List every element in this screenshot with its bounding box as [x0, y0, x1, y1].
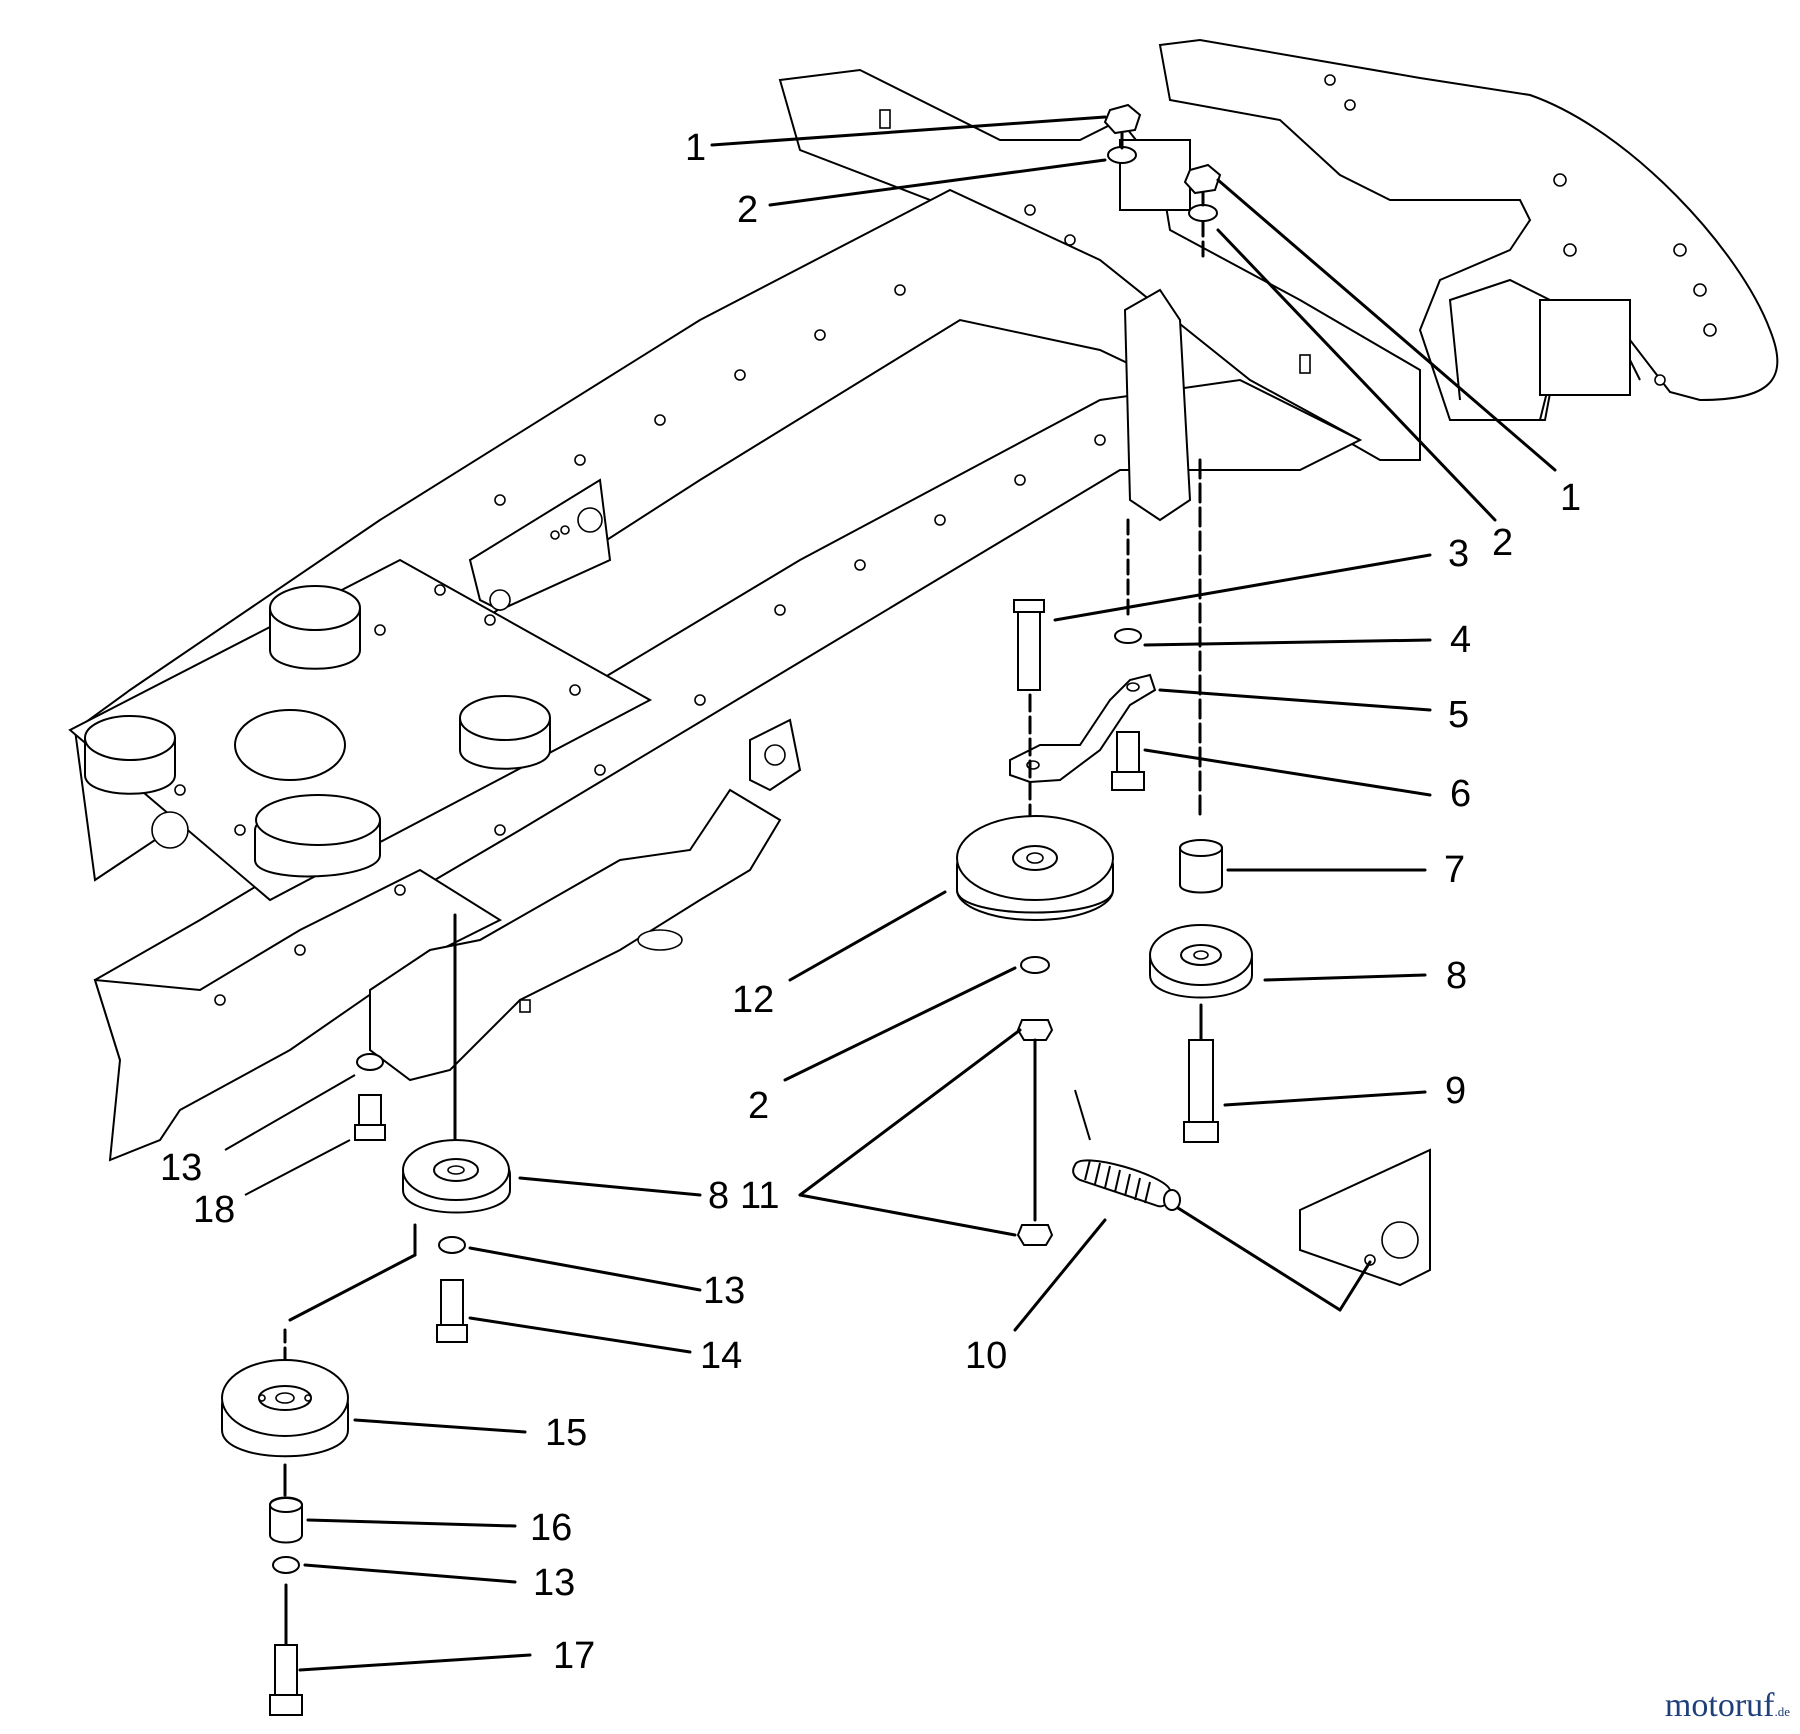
callout-7: 7 — [1444, 849, 1465, 891]
nut-11b — [1016, 1224, 1054, 1246]
watermark-brand: motoruf — [1664, 1687, 1775, 1724]
callout-17: 17 — [553, 1635, 595, 1677]
callout-1-top: 1 — [685, 127, 706, 169]
spring-10 — [1072, 1089, 1181, 1211]
spring-anchor-bracket — [1299, 1148, 1431, 1287]
callout-3: 3 — [1448, 533, 1469, 575]
callout-18: 18 — [193, 1189, 235, 1231]
callout-12: 12 — [732, 979, 774, 1021]
frame-lower-skirt — [93, 868, 503, 1162]
callout-16: 16 — [530, 1507, 572, 1549]
callout-2-top: 2 — [737, 189, 758, 231]
watermark-tld: .de — [1774, 1704, 1790, 1719]
washer-4 — [1114, 628, 1142, 644]
left-upright-bracket — [1123, 288, 1192, 522]
callout-5: 5 — [1448, 694, 1469, 736]
callout-10: 10 — [965, 1335, 1007, 1377]
callout-1-right: 1 — [1560, 477, 1581, 519]
leader-lines — [224, 115, 1557, 1672]
idler-pulley-12 — [956, 815, 1114, 921]
left-pulley-stack — [221, 913, 511, 1716]
fender-bracket — [1539, 299, 1631, 396]
lower-plate-bracket — [369, 788, 782, 1082]
callout-13-mid: 13 — [703, 1270, 745, 1312]
callout-8-right: 8 — [1446, 955, 1467, 997]
hex-nut-1a — [1103, 103, 1142, 135]
bolt-9 — [1188, 1039, 1214, 1131]
hex-nut-1b — [1183, 163, 1222, 195]
watermark: motoruf.de — [1665, 1687, 1790, 1725]
washer-2b — [1188, 204, 1218, 222]
washer-13b — [438, 1236, 466, 1254]
bolt-3 — [1017, 609, 1041, 691]
callout-13-left: 13 — [160, 1147, 202, 1189]
callout-13-bottom: 13 — [533, 1562, 575, 1604]
callout-9: 9 — [1445, 1070, 1466, 1112]
bolt-17 — [274, 1644, 298, 1701]
callout-15: 15 — [545, 1412, 587, 1454]
callout-14: 14 — [700, 1335, 742, 1377]
callout-8-left: 8 — [708, 1175, 729, 1217]
idler-arm-assembly — [956, 458, 1431, 1312]
idler-pulley-8-left — [402, 1139, 511, 1214]
callout-4: 4 — [1450, 619, 1471, 661]
callout-2-right: 2 — [1492, 522, 1513, 564]
idler-pulley-15 — [221, 1359, 349, 1458]
frame-assembly — [68, 38, 1779, 1162]
top-hardware — [1103, 103, 1222, 262]
center-bracket — [468, 478, 612, 612]
callout-numbers: 1 2 1 2 3 4 5 6 7 8 9 12 2 11 10 13 18 8… — [160, 127, 1581, 1677]
plate-motor-caps — [84, 585, 551, 878]
callout-2-bottom: 2 — [748, 1085, 769, 1127]
rail-holes — [214, 284, 1106, 1006]
idler-pulley-8-right — [1149, 924, 1253, 999]
washer-13a — [356, 1053, 384, 1071]
nut-11a — [1016, 1019, 1054, 1041]
callout-6: 6 — [1450, 773, 1471, 815]
washer-2c — [1020, 956, 1050, 974]
washer-13c — [272, 1556, 300, 1574]
callout-11: 11 — [740, 1175, 779, 1217]
